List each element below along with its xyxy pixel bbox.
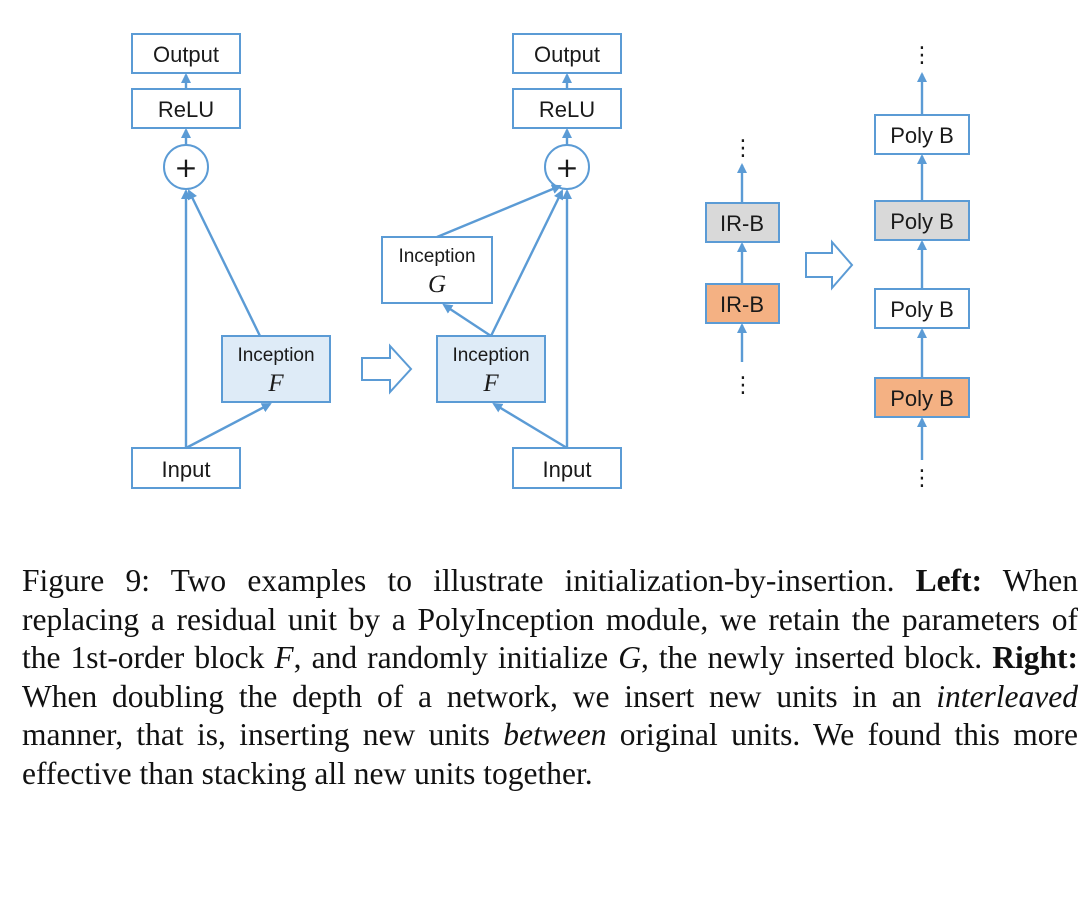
caption-right-text: original units. We found this more effec… [22,717,1078,791]
caption-left-text: , the newly inserted block. [640,640,993,675]
diagram: Output ReLU + Inception F Input Outpu [131,33,970,491]
ir-b-label: IR-B [720,292,764,317]
input-label: Input [162,457,211,482]
ellipsis-bottom: ⋮ [911,466,933,491]
sum-node: + [163,144,209,190]
arrow-input-to-f [492,402,568,450]
ellipsis-bottom: ⋮ [732,373,754,398]
output-label: Output [534,42,600,67]
poly-b-box-3: Poly B [874,288,970,329]
poly-b-box-2: Poly B [874,200,970,241]
output-box: Output [131,33,241,74]
output-box-after: Output [512,33,622,74]
ellipsis-top: ⋮ [911,43,933,68]
caption-emphasis-interleaved: interleaved [936,678,1078,714]
inception-label: Inception [237,345,314,366]
inception-label: Inception [398,246,475,267]
plus-symbol: + [555,151,578,184]
plus-symbol: + [174,151,197,184]
left-after-diagram: Output ReLU + Inception G Inception F In… [381,33,622,489]
inception-f-box: Inception F [221,335,331,403]
output-label: Output [153,42,219,67]
poly-b-label: Poly B [890,297,954,322]
caption-var-f: F [274,640,294,675]
caption-left-text: , and randomly initialize [293,640,619,675]
poly-b-label: Poly B [890,386,954,411]
caption-right-label: Right: [992,640,1078,675]
poly-b-label: Poly B [890,209,954,234]
arrow-f-to-sum [489,189,564,337]
input-box: Input [131,447,241,489]
caption-intro: Two examples to illustrate initializatio… [149,563,916,598]
inception-f-box-after: Inception F [436,335,546,403]
input-box-after: Input [512,447,622,489]
arrow-f-to-g [442,303,492,338]
arrow-input-to-f [185,402,272,450]
relu-label: ReLU [539,97,595,122]
block-f-variable: F [267,370,284,397]
ir-b-label: IR-B [720,211,764,236]
left-before-diagram: Output ReLU + Inception F Input [131,33,331,489]
ellipsis-top: ⋮ [732,136,754,161]
ir-b-orange-box: IR-B [705,283,780,324]
relu-box-after: ReLU [512,88,622,129]
inception-label: Inception [452,345,529,366]
block-g-variable: G [428,271,446,298]
poly-b-box-1: Poly B [874,114,970,155]
right-before-diagram: ⋮ IR-B IR-B ⋮ [705,136,780,398]
input-label: Input [543,457,592,482]
transform-arrow-right [805,239,854,291]
arrow-g-to-sum [436,184,562,239]
figure-number: Figure 9: [22,563,150,598]
caption-right-text: manner, that is, inserting new units [22,717,504,752]
ir-b-gray-box: IR-B [705,202,780,243]
arrow-f-to-sum [187,189,262,337]
relu-box: ReLU [131,88,241,129]
caption-right-text: When doubling the depth of a network, we… [22,678,937,714]
caption-left-text: When replacing a residual unit by a Poly… [22,563,1078,675]
block-f-variable: F [482,370,499,397]
sum-node-after: + [544,144,590,190]
relu-label: ReLU [158,97,214,122]
caption-var-g: G [618,640,641,675]
right-after-diagram: ⋮ Poly B Poly B Poly B Poly B ⋮ [874,43,970,491]
inception-g-box: Inception G [381,236,493,304]
transform-arrow-left [361,343,413,395]
caption-emphasis-between: between [503,717,607,752]
poly-b-box-4: Poly B [874,377,970,418]
figure-caption: Figure 9: Two examples to illustrate ini… [22,562,1078,793]
poly-b-label: Poly B [890,123,954,148]
caption-left-label: Left: [915,563,983,598]
